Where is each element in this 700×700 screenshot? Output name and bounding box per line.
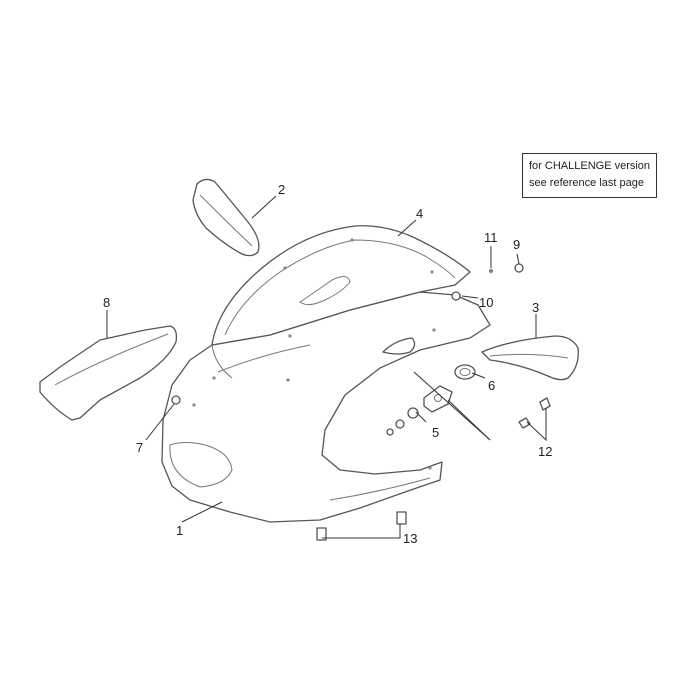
part-2-left-mirror <box>192 178 260 257</box>
part-10-washer <box>451 291 461 301</box>
part-11-nut <box>488 268 494 274</box>
callout-labels: 1 2 3 4 5 6 7 8 9 10 11 12 13 <box>103 182 552 546</box>
note-line-2: see reference last page <box>529 177 644 189</box>
part-8-side-panel <box>39 325 178 421</box>
callout-12: 12 <box>538 444 552 459</box>
callout-5: 5 <box>432 425 439 440</box>
callout-10: 10 <box>479 295 493 310</box>
part-13-clips <box>316 511 407 541</box>
callout-13: 13 <box>403 531 417 546</box>
part-4-windscreen <box>211 225 471 346</box>
part-9-screw <box>514 263 524 273</box>
part-6-grommet <box>454 364 476 380</box>
callout-8: 8 <box>103 295 110 310</box>
callout-1: 1 <box>176 523 183 538</box>
part-3-right-mirror <box>481 335 579 381</box>
callout-7: 7 <box>136 440 143 455</box>
part-12-screws <box>518 397 551 429</box>
note-line-1: for CHALLENGE version <box>529 160 651 172</box>
challenge-version-note: for CHALLENGE version see reference last… <box>522 153 657 198</box>
part-1-front-fairing <box>161 291 491 523</box>
callout-9: 9 <box>513 237 520 252</box>
leader-lines <box>106 195 547 539</box>
callout-6: 6 <box>488 378 495 393</box>
callout-3: 3 <box>532 300 539 315</box>
callout-4: 4 <box>416 206 423 221</box>
part-7-bolt <box>171 395 196 407</box>
callout-11: 11 <box>484 230 498 245</box>
callout-2: 2 <box>278 182 285 197</box>
part-5-mount-assembly <box>386 385 453 436</box>
